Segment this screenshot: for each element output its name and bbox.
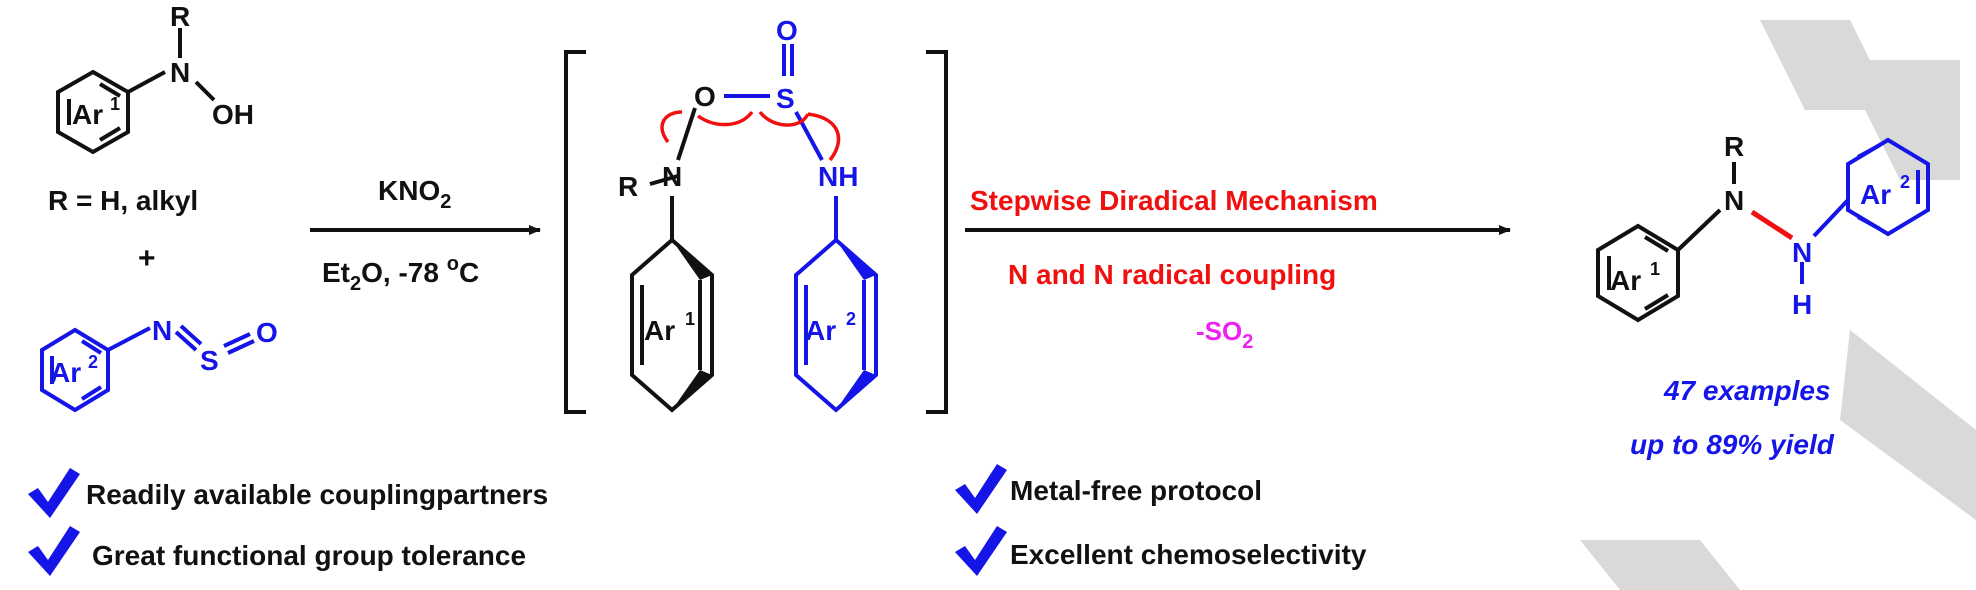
arrow2-coupling-label: N and N radical coupling (1008, 259, 1336, 290)
check-icon (955, 464, 1007, 514)
product-nn-bond (1750, 209, 1794, 241)
intermediate-brackets (564, 50, 948, 414)
feature-item-2: Great functional group tolerance (28, 526, 526, 576)
arrow1-conditions: Et2O, -78 oC (322, 253, 479, 295)
reagent1-r-label: R (170, 1, 190, 32)
product-n1-label: N (1724, 185, 1744, 216)
intermediate-n-label: N (662, 161, 682, 192)
product-yield: up to 89% yield (1630, 429, 1835, 460)
check-icon (28, 526, 80, 576)
reagent2-o-label: O (256, 317, 278, 348)
product-ring1-sup: 1 (1650, 259, 1660, 279)
intermediate-ring1-sup: 1 (685, 309, 695, 329)
feature-label-3: Metal-free protocol (1010, 475, 1262, 506)
intermediate-ring2-label: Ar (805, 315, 836, 346)
product-r-label: R (1724, 131, 1744, 162)
feature-item-1: Readily available couplingpartners (28, 468, 548, 518)
product-ring1-label: Ar (1610, 265, 1641, 296)
product-ring2 (1846, 137, 1930, 237)
electron-pushing-arrows (660, 110, 841, 162)
intermediate-o-label: O (694, 81, 716, 112)
check-icon (28, 468, 80, 518)
intermediate-ring2-sup: 2 (846, 309, 856, 329)
reagent2-s-label: S (200, 345, 219, 376)
product-black-part (1596, 162, 1736, 323)
reagent1-ring-sup: 1 (110, 94, 120, 114)
feature-label-1: Readily available couplingpartners (86, 479, 548, 510)
intermediate-nh-label: NH (818, 161, 858, 192)
intermediate-ring1-label: Ar (644, 315, 675, 346)
arrow1-reagent: KNO2 (378, 175, 451, 213)
intermediate-s-label: S (776, 83, 795, 114)
product-ring2-label: Ar (1860, 179, 1891, 210)
product-h-label: H (1792, 289, 1812, 320)
feature-item-4: Excellent chemoselectivity (955, 526, 1367, 576)
feature-label-2: Great functional group tolerance (92, 540, 526, 571)
reagent2-n-label: N (152, 315, 172, 346)
check-icon (955, 526, 1007, 576)
intermediate-black-part (630, 107, 714, 413)
intermediate-r-label: R (618, 171, 638, 202)
watermark-graphic (1580, 20, 1976, 590)
arrow2-so2-loss: -SO2 (1196, 316, 1253, 353)
feature-item-3: Metal-free protocol (955, 464, 1262, 514)
reagent1-caption: R = H, alkyl (48, 185, 198, 216)
reagent1-n-label: N (170, 57, 190, 88)
arrow2-mechanism-label: Stepwise Diradical Mechanism (970, 185, 1378, 216)
feature-label-4: Excellent chemoselectivity (1010, 539, 1367, 570)
plus-sign: + (138, 242, 156, 275)
reagent2-ring-label: Ar (50, 357, 81, 388)
intermediate-o-top-label: O (776, 15, 798, 46)
reagent2-structure (40, 324, 255, 413)
reagent1-oh-label: OH (212, 99, 254, 130)
reagent1-structure (56, 28, 216, 155)
product-examples-count: 47 examples (1663, 375, 1831, 406)
product-n2-label: N (1792, 237, 1812, 268)
reagent2-ring-sup: 2 (88, 352, 98, 372)
product-blue-part (1800, 137, 1930, 284)
intermediate-blue-part (724, 44, 878, 413)
reagent1-ring-label: Ar (72, 99, 103, 130)
product-ring2-sup: 2 (1900, 172, 1910, 192)
